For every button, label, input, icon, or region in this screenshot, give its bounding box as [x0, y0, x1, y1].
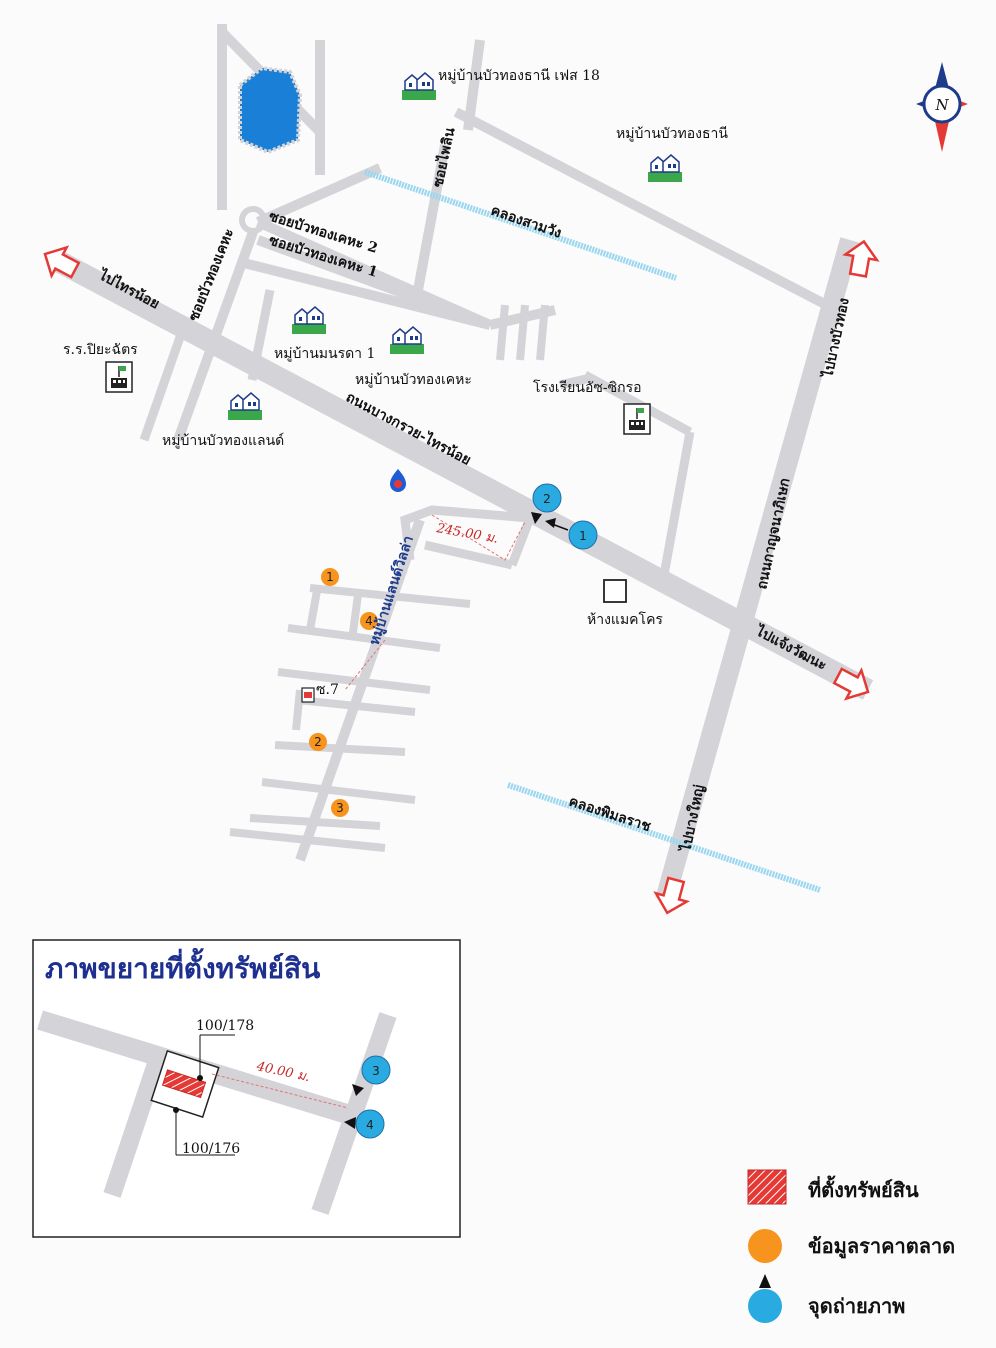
distance-leader-main [431, 514, 526, 561]
label-canal-phimonrat: คลองพิมลราช [567, 794, 653, 836]
road-network [54, 24, 874, 903]
label-village-bua-thong-thani: หมู่บ้านบัวทองธานี [616, 126, 728, 142]
canal-phimonrat [507, 782, 821, 893]
svg-text:3: 3 [372, 1064, 380, 1078]
photo-point: 3 [352, 1055, 391, 1096]
svg-text:2: 2 [543, 492, 551, 506]
label-village-bua-thong-land: หมู่บ้านบัวทองแลนด์ [162, 432, 284, 449]
legend-property-swatch [747, 1169, 787, 1205]
label-lot-100-176: 100/176 [182, 1141, 240, 1157]
north-label: N [934, 96, 949, 114]
label-village-monrada1: หมู่บ้านมนรดา 1 [274, 346, 375, 362]
village-house-icon [647, 154, 683, 183]
pond [238, 65, 303, 155]
property-hatch [161, 1069, 207, 1099]
label-store-makro: ห้างแมคโคร [587, 611, 663, 628]
label-lot-100-178: 100/178 [196, 1018, 254, 1034]
photo-point: 4 [344, 1109, 385, 1139]
school-icon [105, 361, 133, 393]
market-point: 3 [331, 799, 349, 817]
gas-station-icon [390, 469, 406, 492]
svg-text:1: 1 [326, 570, 334, 584]
label-canal-sam-wang: คลองสามวัง [489, 203, 564, 242]
village-road-leader [344, 639, 386, 691]
inset-title: ภาพขยายที่ตั้งทรัพย์สิน [45, 947, 320, 985]
distance-main: 245.00 ม. [434, 521, 499, 547]
legend-photo-swatch [748, 1289, 782, 1323]
photo-point: 1 [545, 518, 598, 550]
arrow-to-sainoi-icon [43, 245, 81, 279]
svg-text:3: 3 [336, 801, 344, 815]
legend: ที่ตั้งทรัพย์สิน ข้อมูลราคาตลาด จุดถ่ายภ… [747, 1169, 955, 1323]
market-point: 1 [321, 568, 339, 586]
store-icon [603, 579, 627, 603]
label-school-assumption: โรงเรียนอัซ-ซิกรอ [533, 379, 642, 396]
svg-text:2: 2 [314, 735, 322, 749]
market-point: 4 [360, 612, 378, 630]
legend-photo-label: จุดถ่ายภาพ [808, 1294, 905, 1319]
label-village-bua-thong-kheha: หมู่บ้านบัวทองเคหะ [355, 372, 472, 388]
village-house-icon [389, 326, 425, 355]
arrow-to-bang-yai-icon [653, 876, 691, 915]
legend-market-label: ข้อมูลราคาตลาด [808, 1234, 955, 1260]
svg-text:4: 4 [366, 1118, 374, 1132]
property-marker-fill [304, 692, 312, 698]
legend-market-swatch [748, 1229, 782, 1263]
inset-panel: ภาพขยายที่ตั้งทรัพย์สิน 100/178 100/176 … [32, 939, 461, 1238]
legend-photo-arrow-icon [759, 1274, 771, 1288]
village-house-icon [291, 306, 327, 335]
label-school-piyachat: ร.ร.ปิยะฉัตร [63, 342, 138, 358]
label-soi-phailin: ซอยไพลิน [428, 125, 458, 188]
north-arrow-icon: N [916, 62, 968, 152]
photo-point: 2 [531, 483, 562, 524]
village-house-icon [401, 72, 437, 101]
school-icon [623, 403, 651, 435]
arrow-to-chaengwattana-icon [832, 667, 870, 701]
label-soi7: ซ.7 [316, 682, 339, 698]
village-house-icon [227, 392, 263, 421]
legend-property-label: ที่ตั้งทรัพย์สิน [808, 1175, 919, 1202]
arrow-to-bang-bua-thong-icon [842, 239, 880, 278]
svg-text:4: 4 [365, 614, 373, 628]
label-to-chaengwattana: ไปแจ้งวัฒนะ [751, 621, 830, 674]
market-point: 2 [309, 733, 327, 751]
canal-sam-wang [364, 169, 677, 281]
svg-text:1: 1 [579, 529, 587, 543]
label-village-bua-thong-thani-phase18: หมู่บ้านบัวทองธานี เฟส 18 [438, 68, 600, 84]
